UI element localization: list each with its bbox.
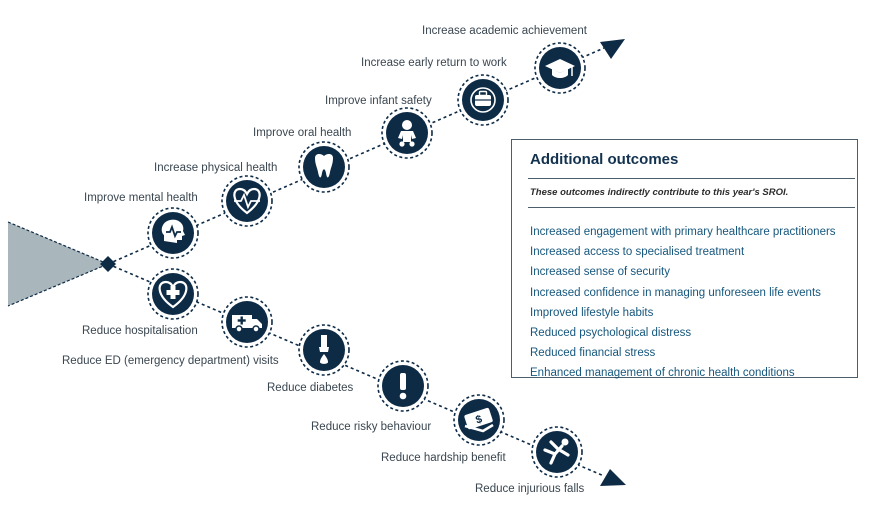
baby-icon <box>398 120 416 147</box>
svg-text:$: $ <box>474 413 484 426</box>
origin-diamond <box>100 256 116 272</box>
panel-title: Additional outcomes <box>530 151 679 168</box>
exclamation-icon <box>399 373 407 400</box>
outcome-label: Increase physical health <box>154 162 278 174</box>
outcome-node <box>147 207 199 259</box>
panel-subtitle: These outcomes indirectly contribute to … <box>530 187 789 198</box>
list-item: Reduced financial stress <box>530 347 656 360</box>
list-item: Enhanced management of chronic health co… <box>530 367 795 380</box>
briefcase-icon <box>470 87 496 113</box>
outcome-label: Improve infant safety <box>325 95 432 107</box>
money-hand-icon: $ <box>464 407 494 433</box>
funnel-shape <box>8 222 108 306</box>
ambulance-icon <box>232 315 262 333</box>
panel-divider <box>528 207 855 208</box>
outcome-label: Reduce hospitalisation <box>82 325 198 337</box>
outcome-label: Increase academic achievement <box>422 25 587 37</box>
outcome-node <box>457 74 509 126</box>
outcome-node <box>221 175 273 227</box>
list-item: Increased access to specialised treatmen… <box>530 246 745 259</box>
panel-divider <box>528 178 855 179</box>
outcome-label: Reduce diabetes <box>267 382 354 394</box>
additional-outcomes-list: Increased engagement with primary health… <box>530 222 836 384</box>
medical-heart-icon <box>158 280 188 309</box>
outcome-label: Reduce risky behaviour <box>311 421 432 433</box>
graduation-cap-icon <box>545 59 575 78</box>
list-item: Reduced psychological distress <box>530 326 692 339</box>
heart-pulse-icon <box>233 187 261 215</box>
outcome-label: Improve mental health <box>84 192 198 204</box>
outcome-node <box>377 360 429 412</box>
outcome-node <box>381 107 433 159</box>
outcome-label: Reduce ED (emergency department) visits <box>62 355 279 367</box>
outcome-node <box>298 324 350 376</box>
list-item: Increased confidence in managing unfores… <box>530 286 821 299</box>
falling-person-icon <box>543 438 570 465</box>
outcome-node <box>531 426 583 478</box>
outcome-label: Reduce hardship benefit <box>381 452 506 464</box>
list-item: Increased engagement with primary health… <box>530 226 836 238</box>
outcome-label: Reduce injurious falls <box>475 483 585 495</box>
outcome-label: Improve oral health <box>253 127 352 139</box>
tooth-icon <box>315 153 333 178</box>
outcome-label: Increase early return to work <box>361 57 507 69</box>
blood-drop-finger-icon <box>319 335 329 364</box>
list-item: Increased sense of security <box>530 266 670 279</box>
lower-arrow-head <box>600 469 626 486</box>
outcome-node <box>298 141 350 193</box>
outcome-node <box>221 296 273 348</box>
additional-outcomes-panel: Additional outcomes These outcomes indir… <box>511 139 858 379</box>
outcome-node <box>147 268 199 320</box>
outcome-node: $ <box>453 394 505 446</box>
funnel-outline <box>7 221 110 307</box>
head-heartbeat-icon <box>161 219 185 243</box>
outcome-node <box>534 42 586 94</box>
list-item: Improved lifestyle habits <box>530 306 654 319</box>
upper-arrow-head <box>600 39 625 59</box>
